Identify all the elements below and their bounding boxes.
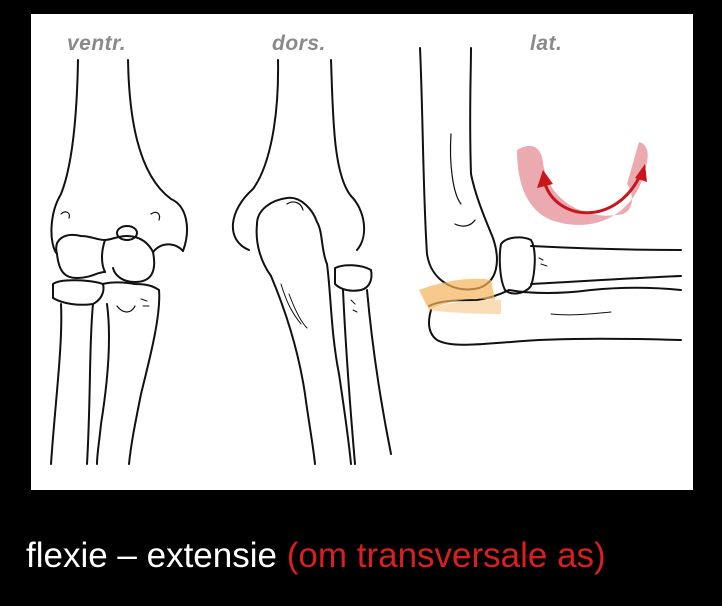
label-ventral: ventr.	[67, 32, 127, 55]
caption: flexie – extensie (om transversale as)	[26, 536, 606, 576]
label-dorsal: dors.	[272, 32, 326, 55]
dorsal-elbow-drawing	[232, 59, 392, 465]
ventral-elbow-drawing	[50, 59, 188, 465]
illustration-panel: ventr. dors. lat.	[31, 14, 693, 490]
caption-highlight: (om transversale as)	[286, 536, 606, 575]
elbow-bones-drawing	[50, 47, 682, 465]
label-lateral: lat.	[530, 32, 563, 55]
caption-main: flexie – extensie	[26, 536, 287, 575]
curved-double-arrow-icon	[517, 142, 648, 225]
lateral-elbow-drawing	[419, 47, 682, 346]
cartilage-highlight	[419, 278, 495, 310]
